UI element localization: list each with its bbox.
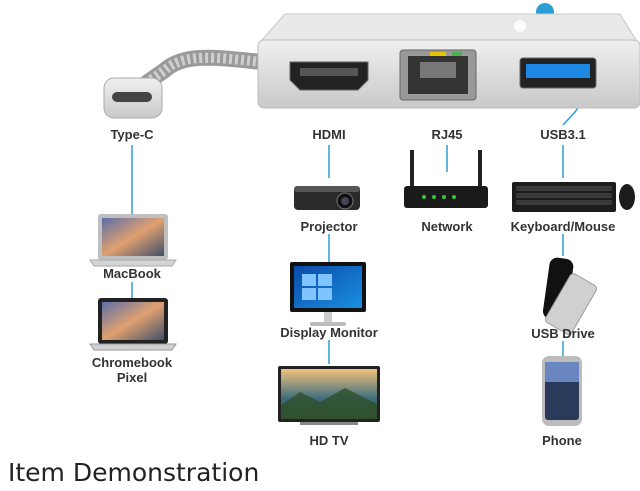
label-projector: Projector bbox=[300, 219, 358, 234]
caption: Item Demonstration bbox=[8, 458, 260, 487]
label-rj45: RJ45 bbox=[431, 127, 463, 142]
label-keyboard: Keyboard/Mouse bbox=[510, 219, 616, 234]
usb-drive-icon bbox=[542, 257, 598, 335]
phone-icon bbox=[542, 356, 582, 426]
label-chromebook: Chromebook Pixel bbox=[91, 355, 173, 385]
router-icon bbox=[404, 150, 488, 208]
chromebook-icon bbox=[89, 298, 177, 351]
keyboard-mouse-icon bbox=[512, 182, 635, 212]
label-usb-drive: USB Drive bbox=[531, 326, 595, 341]
macbook-icon bbox=[89, 214, 177, 267]
label-hdmi: HDMI bbox=[312, 127, 346, 142]
label-monitor: Display Monitor bbox=[280, 325, 378, 340]
hdtv-icon bbox=[278, 366, 380, 425]
label-macbook: MacBook bbox=[103, 266, 161, 281]
projector-icon bbox=[294, 186, 360, 210]
label-type-c: Type-C bbox=[110, 127, 154, 142]
type-c-cable bbox=[103, 49, 270, 119]
label-hdtv: HD TV bbox=[309, 433, 349, 448]
adapter-body bbox=[257, 13, 640, 109]
label-phone: Phone bbox=[542, 433, 582, 448]
label-usb: USB3.1 bbox=[540, 127, 586, 142]
monitor-icon bbox=[290, 262, 366, 326]
label-network: Network bbox=[421, 219, 473, 234]
